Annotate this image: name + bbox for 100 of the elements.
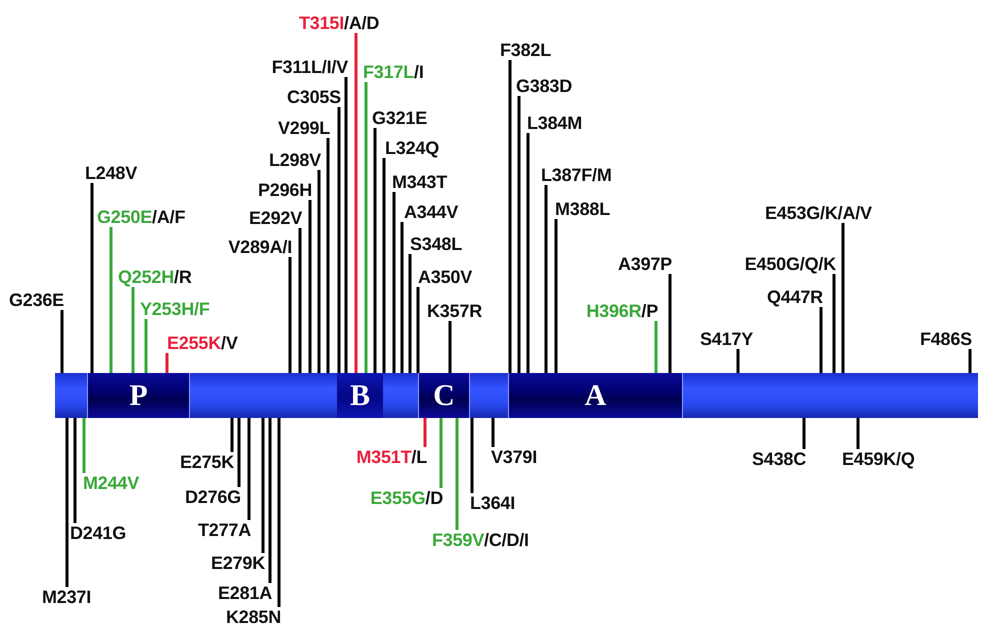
leader-line [364, 82, 368, 373]
leader-line [82, 418, 86, 473]
mutation-label: T277A [183, 520, 251, 540]
mutation-label: M237I [42, 587, 92, 607]
mutation-label: L384M [527, 113, 582, 133]
mutation-label: L298V [249, 150, 321, 170]
leader-line [344, 77, 348, 373]
mutation-label: E292V [226, 208, 302, 228]
domain-segment: C [418, 373, 470, 418]
mutation-label: K285N [215, 607, 281, 627]
mutation-label: E281A [199, 583, 272, 603]
mutation-label: K357R [427, 301, 482, 321]
mutation-label: Q252H/R [118, 267, 192, 287]
leader-line [262, 418, 264, 553]
leader-line [230, 418, 234, 452]
leader-line [338, 107, 340, 373]
domain-segment: P [87, 373, 190, 418]
leader-line [544, 185, 548, 373]
mutation-label: G250E/A/F [97, 207, 186, 227]
leader-line [66, 418, 68, 587]
mutation-label: A397P [607, 254, 672, 274]
mutation-label: E450G/Q/K [714, 254, 836, 274]
mutation-label: F317L/I [363, 62, 424, 82]
mutation-label: F486S [915, 329, 972, 349]
leader-line [736, 349, 740, 373]
leader-line [90, 183, 94, 373]
mutation-label: F311L/I/V [245, 57, 348, 77]
mutation-label: E255K/V [167, 333, 238, 353]
mutation-label: Y253H/F [140, 299, 210, 319]
mutation-label: L364I [470, 493, 516, 513]
mutation-label: V289A/I [205, 237, 292, 257]
leader-line [110, 227, 112, 373]
mutation-label: G236E [8, 290, 64, 310]
leader-line [132, 287, 134, 373]
leader-line [298, 228, 302, 373]
mutation-label: E279K [189, 553, 265, 573]
domain-bar [55, 373, 978, 418]
mutation-label: M351T/L [342, 447, 427, 467]
mutation-label: E355G/D [352, 488, 443, 508]
leader-line [470, 418, 474, 493]
mutation-label: P296H [237, 180, 312, 200]
leader-line [248, 418, 250, 520]
leader-line [166, 353, 168, 373]
domain-segment: A [508, 373, 683, 418]
mutation-label: D241G [70, 523, 126, 543]
leader-line [408, 254, 412, 373]
mutation-label: E453G/K/A/V [765, 203, 872, 223]
mutation-label: V379I [491, 447, 538, 467]
leader-line [288, 257, 292, 373]
mutation-label: D276G [165, 487, 241, 507]
mutation-label: F359V/C/D/I [432, 530, 529, 550]
mutation-label: M343T [392, 172, 448, 192]
leader-line [492, 418, 494, 447]
leader-line [424, 418, 426, 447]
leader-line [74, 418, 76, 523]
mutation-label: Q447R [749, 287, 823, 307]
leader-line [820, 307, 822, 373]
mutation-label: M244V [83, 473, 140, 493]
mutation-label: E275K [158, 452, 234, 472]
leader-line [144, 319, 148, 373]
leader-line [354, 33, 358, 373]
mutation-label: L248V [85, 163, 138, 183]
leader-line [968, 349, 972, 373]
leader-line [518, 96, 520, 373]
leader-line [392, 192, 396, 373]
mutation-label: S348L [410, 234, 462, 254]
leader-line [382, 158, 386, 373]
mutation-label: G383D [516, 76, 572, 96]
leader-line [60, 310, 64, 373]
leader-line [318, 170, 320, 373]
mutation-label: V299L [262, 118, 330, 138]
leader-line [526, 133, 530, 373]
mutation-label: L387F/M [541, 165, 612, 185]
leader-line [308, 200, 312, 373]
mutation-label: C305S [266, 87, 341, 107]
mutation-label: A350V [418, 267, 472, 287]
mutation-label: S438C [737, 449, 806, 469]
leader-line [456, 418, 458, 530]
leader-line [416, 287, 420, 373]
mutation-label: H396R/P [564, 301, 658, 321]
leader-line [238, 418, 240, 487]
mutation-label: M388L [555, 199, 610, 219]
mutation-label: L324Q [385, 138, 440, 158]
leader-line [668, 274, 672, 373]
mutation-label: A344V [404, 202, 458, 222]
mutation-label: G321E [372, 108, 428, 128]
leader-line [440, 418, 442, 488]
mutation-label: F382L [500, 40, 552, 60]
mutation-label: T315I/A/D [299, 13, 380, 33]
mutation-label: E459K/Q [842, 449, 915, 469]
leader-line [554, 219, 558, 373]
leader-line [268, 418, 272, 583]
leader-line [448, 321, 452, 373]
leader-line [832, 274, 836, 373]
leader-line [802, 418, 806, 449]
leader-line [842, 223, 844, 373]
leader-line [508, 60, 512, 373]
leader-line [278, 418, 280, 607]
leader-line [856, 418, 860, 449]
leader-line [326, 138, 330, 373]
